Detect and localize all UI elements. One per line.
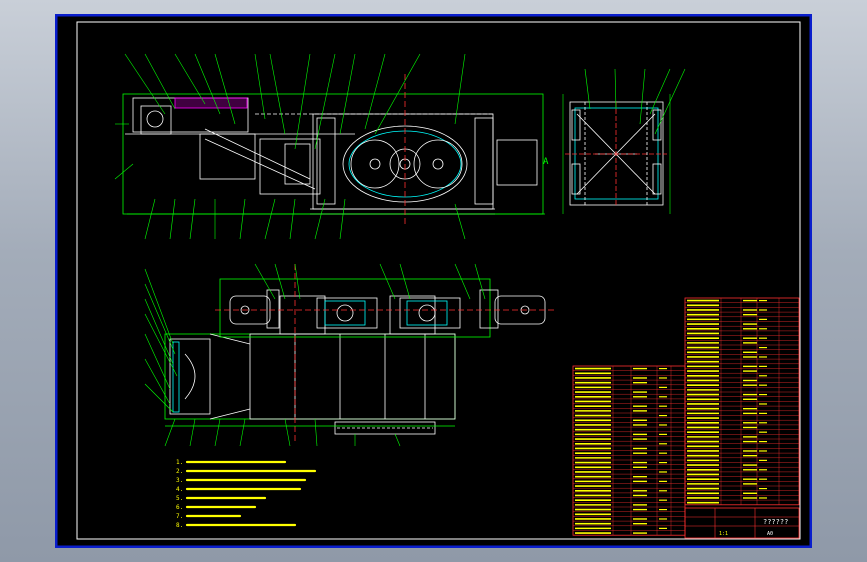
scale-text: 1:1 [719, 531, 728, 537]
section-marker-label: A [543, 157, 549, 167]
leader-lines-plan [144, 263, 486, 447]
notes-scribble [185, 460, 317, 527]
drawing-name: ?????? [763, 518, 788, 526]
leader-lines-top [114, 53, 466, 240]
leader-lines-side [562, 68, 686, 214]
drawing-canvas: A [55, 14, 812, 548]
note-7: 7. [176, 513, 183, 520]
note-1: 1. [176, 459, 183, 466]
note-5: 5. [176, 495, 183, 502]
note-8: 8. [176, 522, 183, 529]
note-3: 3. [176, 477, 183, 484]
note-6: 6. [176, 504, 183, 511]
technical-notes: 1. 2. 3. 4. 5. 6. 7. 8. [176, 459, 183, 529]
plan-view [164, 264, 555, 444]
sheet-size: A0 [767, 531, 773, 537]
inner-frame [76, 21, 801, 540]
outer-border [55, 14, 812, 548]
note-2: 2. [176, 468, 183, 475]
note-4: 4. [176, 486, 183, 493]
front-elevation-view [122, 74, 545, 224]
title-block: ?????? A0 1:1 [684, 507, 800, 539]
drawing-sheet: A [55, 14, 812, 548]
side-view [565, 101, 667, 206]
bill-of-materials [572, 297, 800, 536]
